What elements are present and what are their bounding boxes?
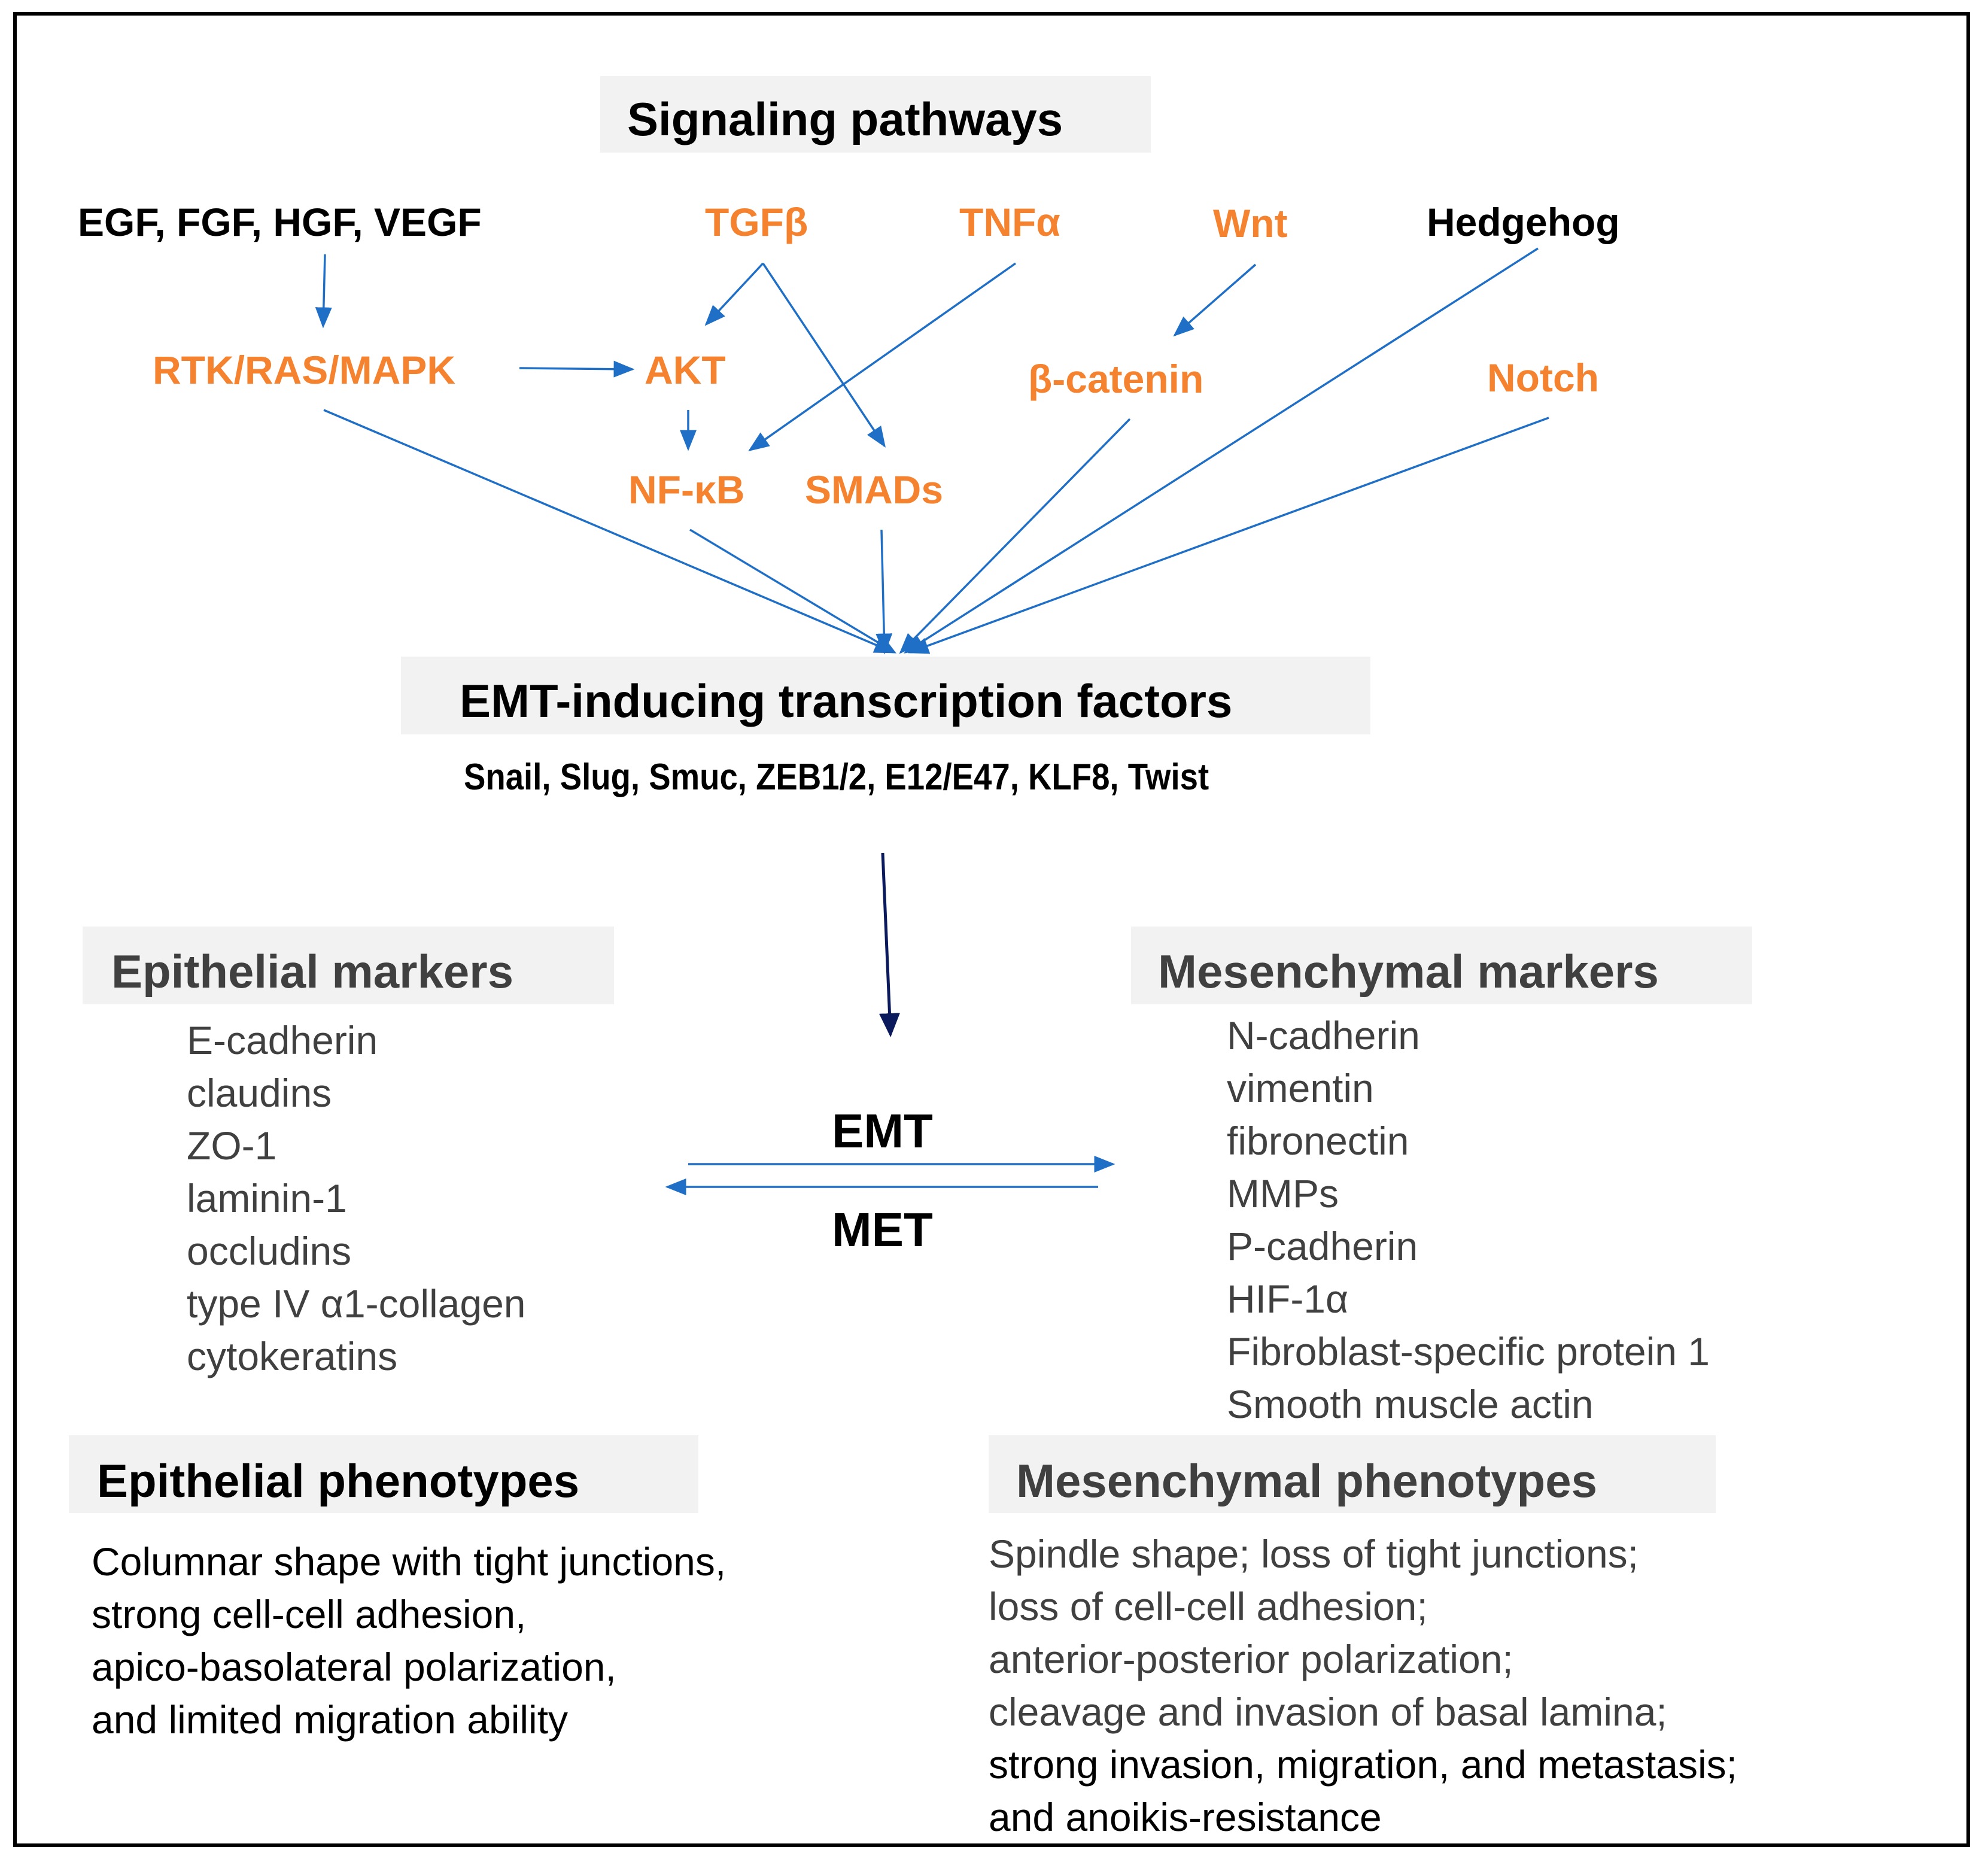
mesenchymal-phenotypes-title: Mesenchymal phenotypes xyxy=(1016,1454,1597,1507)
emt-tf-title: EMT-inducing transcription factors xyxy=(460,675,1233,727)
node-bcatenin: β-catenin xyxy=(1028,357,1204,401)
list-item: E-cadherin xyxy=(187,1018,378,1062)
edge-tgfb-to-akt xyxy=(704,262,764,326)
epithelial-markers-title: Epithelial markers xyxy=(111,945,513,998)
list-item: vimentin xyxy=(1227,1066,1374,1110)
mesenchymal-markers-list: N-cadherin vimentin fibronectin MMPs P-c… xyxy=(1227,1009,1710,1430)
epithelial-markers-list: E-cadherin claudins ZO-1 laminin-1 occlu… xyxy=(187,1014,525,1383)
emt-tf-factors: Snail, Slug, Smuc, ZEB1/2, E12/E47, KLF8… xyxy=(464,757,1209,798)
list-item: N-cadherin xyxy=(1227,1013,1420,1058)
node-growth-factors: EGF, FGF, HGF, VEGF xyxy=(78,200,482,244)
diagram-frame xyxy=(13,12,1970,1847)
edge-rtk-to-akt xyxy=(519,360,635,378)
met-label: MET xyxy=(832,1203,933,1256)
epithelial-phenotypes-box xyxy=(69,1435,698,1513)
list-item: Spindle shape; loss of tight junctions; xyxy=(989,1532,1639,1576)
mesenchymal-phenotypes-box xyxy=(989,1435,1716,1513)
list-item: ZO-1 xyxy=(187,1123,277,1168)
list-item: loss of cell-cell adhesion; xyxy=(989,1584,1428,1629)
node-tgfb: TGFβ xyxy=(705,200,808,244)
edge-wnt-to-bcatenin xyxy=(1173,263,1257,337)
node-smads: SMADs xyxy=(805,467,944,512)
edge-tgfb-to-smads xyxy=(762,263,886,448)
list-item: Columnar shape with tight junctions, xyxy=(92,1539,726,1584)
emt-tf-title-box xyxy=(401,657,1370,734)
list-item: occludins xyxy=(187,1229,352,1273)
list-item: Fibroblast-specific protein 1 xyxy=(1227,1329,1710,1374)
list-item: strong cell-cell adhesion, xyxy=(92,1592,527,1636)
edge-nfkb-to-emttf xyxy=(689,529,897,654)
epithelial-phenotypes-list: Columnar shape with tight junctions, str… xyxy=(92,1535,726,1746)
node-hedgehog: Hedgehog xyxy=(1427,200,1620,244)
list-item: and limited migration ability xyxy=(92,1697,569,1742)
list-item: claudins xyxy=(187,1071,332,1115)
signaling-title: Signaling pathways xyxy=(627,93,1063,145)
epithelial-markers-box xyxy=(83,927,614,1004)
edge-gf-to-rtk xyxy=(315,254,332,329)
mesenchymal-phenotypes-list: Spindle shape; loss of tight junctions; … xyxy=(989,1527,1737,1843)
epithelial-phenotypes-title: Epithelial phenotypes xyxy=(97,1454,580,1507)
list-item: strong invasion, migration, and metastas… xyxy=(989,1742,1737,1787)
list-item: type IV α1-collagen xyxy=(187,1281,526,1326)
list-item: cleavage and invasion of basal lamina; xyxy=(989,1690,1667,1734)
list-item: HIF-1α xyxy=(1227,1277,1349,1321)
list-item: apico-basolateral polarization, xyxy=(92,1645,616,1689)
list-item: Smooth muscle actin xyxy=(1227,1382,1594,1426)
edge-emttf-to-transition xyxy=(879,852,900,1037)
edge-smads-to-emttf xyxy=(876,529,893,655)
node-wnt: Wnt xyxy=(1213,201,1288,245)
edge-bcatenin-to-emttf xyxy=(899,418,1131,654)
list-item: and anoikis-resistance xyxy=(989,1795,1382,1839)
list-item: laminin-1 xyxy=(187,1176,347,1220)
signaling-title-box xyxy=(600,76,1151,153)
node-tnfa: TNFα xyxy=(959,200,1060,244)
list-item: MMPs xyxy=(1227,1171,1339,1216)
node-notch: Notch xyxy=(1487,356,1599,400)
mesenchymal-markers-box xyxy=(1131,927,1752,1004)
list-item: P-cadherin xyxy=(1227,1224,1418,1268)
edge-hedgehog-to-emttf xyxy=(904,247,1539,654)
list-item: cytokeratins xyxy=(187,1334,398,1378)
node-akt: AKT xyxy=(645,348,726,392)
list-item: anterior-posterior polarization; xyxy=(989,1637,1513,1681)
edge-tnfa-to-nfkb xyxy=(748,262,1017,452)
edge-notch-to-emttf xyxy=(907,417,1549,654)
edge-rtk-to-emttf xyxy=(323,409,896,654)
list-item: fibronectin xyxy=(1227,1119,1409,1163)
node-rtk: RTK/RAS/MAPK xyxy=(153,348,455,392)
emt-label: EMT xyxy=(832,1104,933,1158)
node-nfkb: NF-κB xyxy=(628,467,745,512)
mesenchymal-markers-title: Mesenchymal markers xyxy=(1158,945,1659,998)
